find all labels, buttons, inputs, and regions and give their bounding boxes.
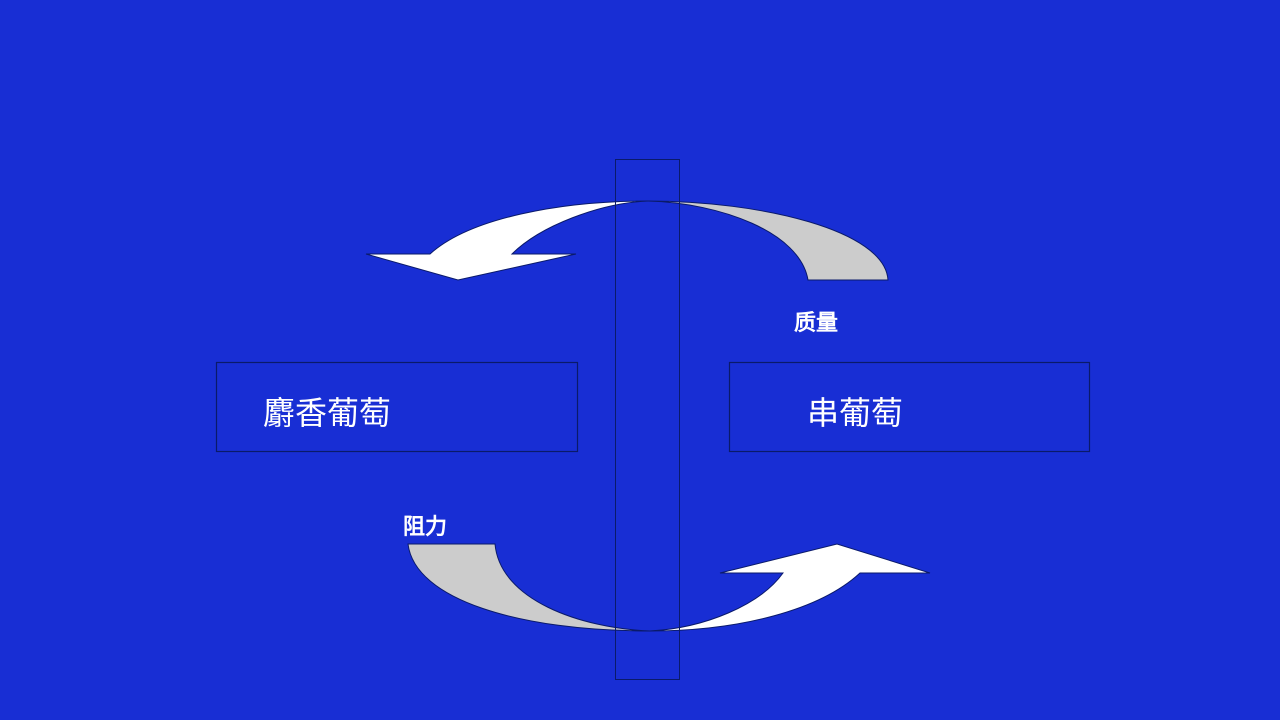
top-arrow-label: 质量 bbox=[794, 311, 839, 336]
bottom-arrow-label: 阻力 bbox=[403, 515, 448, 540]
bottom-arrow-tail bbox=[407, 543, 651, 632]
left-box-label: 麝香葡萄 bbox=[263, 394, 392, 432]
bottom-arrow-head bbox=[649, 543, 931, 632]
top-arrow-tail bbox=[647, 200, 889, 281]
right-box bbox=[728, 361, 1091, 453]
center-bar bbox=[615, 159, 680, 680]
right-box-label: 串葡萄 bbox=[807, 394, 904, 432]
top-arrow-head bbox=[365, 200, 649, 281]
left-box bbox=[215, 361, 579, 453]
